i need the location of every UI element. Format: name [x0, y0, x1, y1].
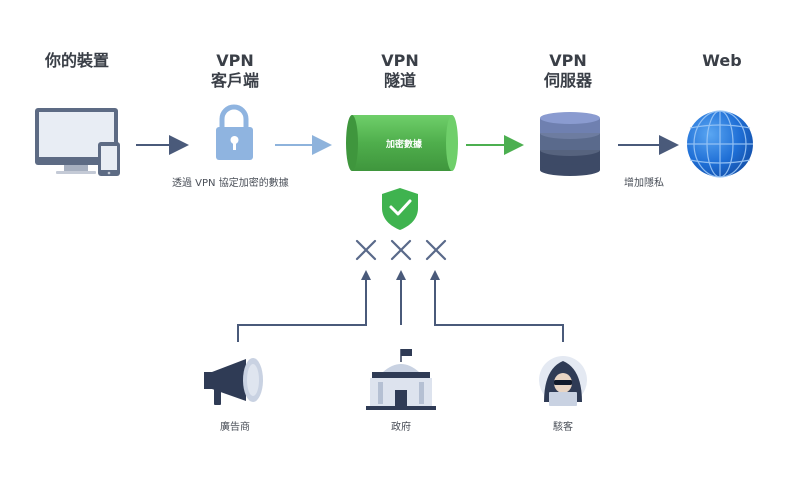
- hacker-icon: [539, 356, 587, 406]
- client-caption: 透過 VPN 協定加密的數據: [172, 178, 289, 189]
- lock-icon: [216, 104, 253, 160]
- threat-label-hacker: 駭客: [553, 422, 573, 433]
- device-icon: [35, 108, 120, 176]
- blocked-crosses: [355, 239, 447, 261]
- cross-icon-1: [355, 239, 377, 261]
- server-caption: 增加隱私: [624, 178, 664, 189]
- connector-advertiser: [237, 278, 367, 342]
- threat-label-government: 政府: [391, 422, 411, 433]
- cross-icon-2: [390, 239, 412, 261]
- threat-connectors: [237, 278, 564, 342]
- connector-hacker: [434, 278, 564, 342]
- tunnel-label: 加密數據: [385, 140, 422, 150]
- shield-check-icon: [382, 188, 418, 230]
- stage-title-web: Web: [702, 51, 742, 70]
- threat-label-advertiser: 廣告商: [220, 422, 250, 433]
- globe-icon: [687, 110, 753, 178]
- tunnel-pipe: [346, 115, 458, 171]
- government-building-icon: [366, 349, 436, 410]
- cross-icon-3: [425, 239, 447, 261]
- megaphone-icon: [204, 358, 263, 405]
- stage-title-device: 你的裝置: [44, 51, 109, 70]
- server-icon: [540, 112, 600, 176]
